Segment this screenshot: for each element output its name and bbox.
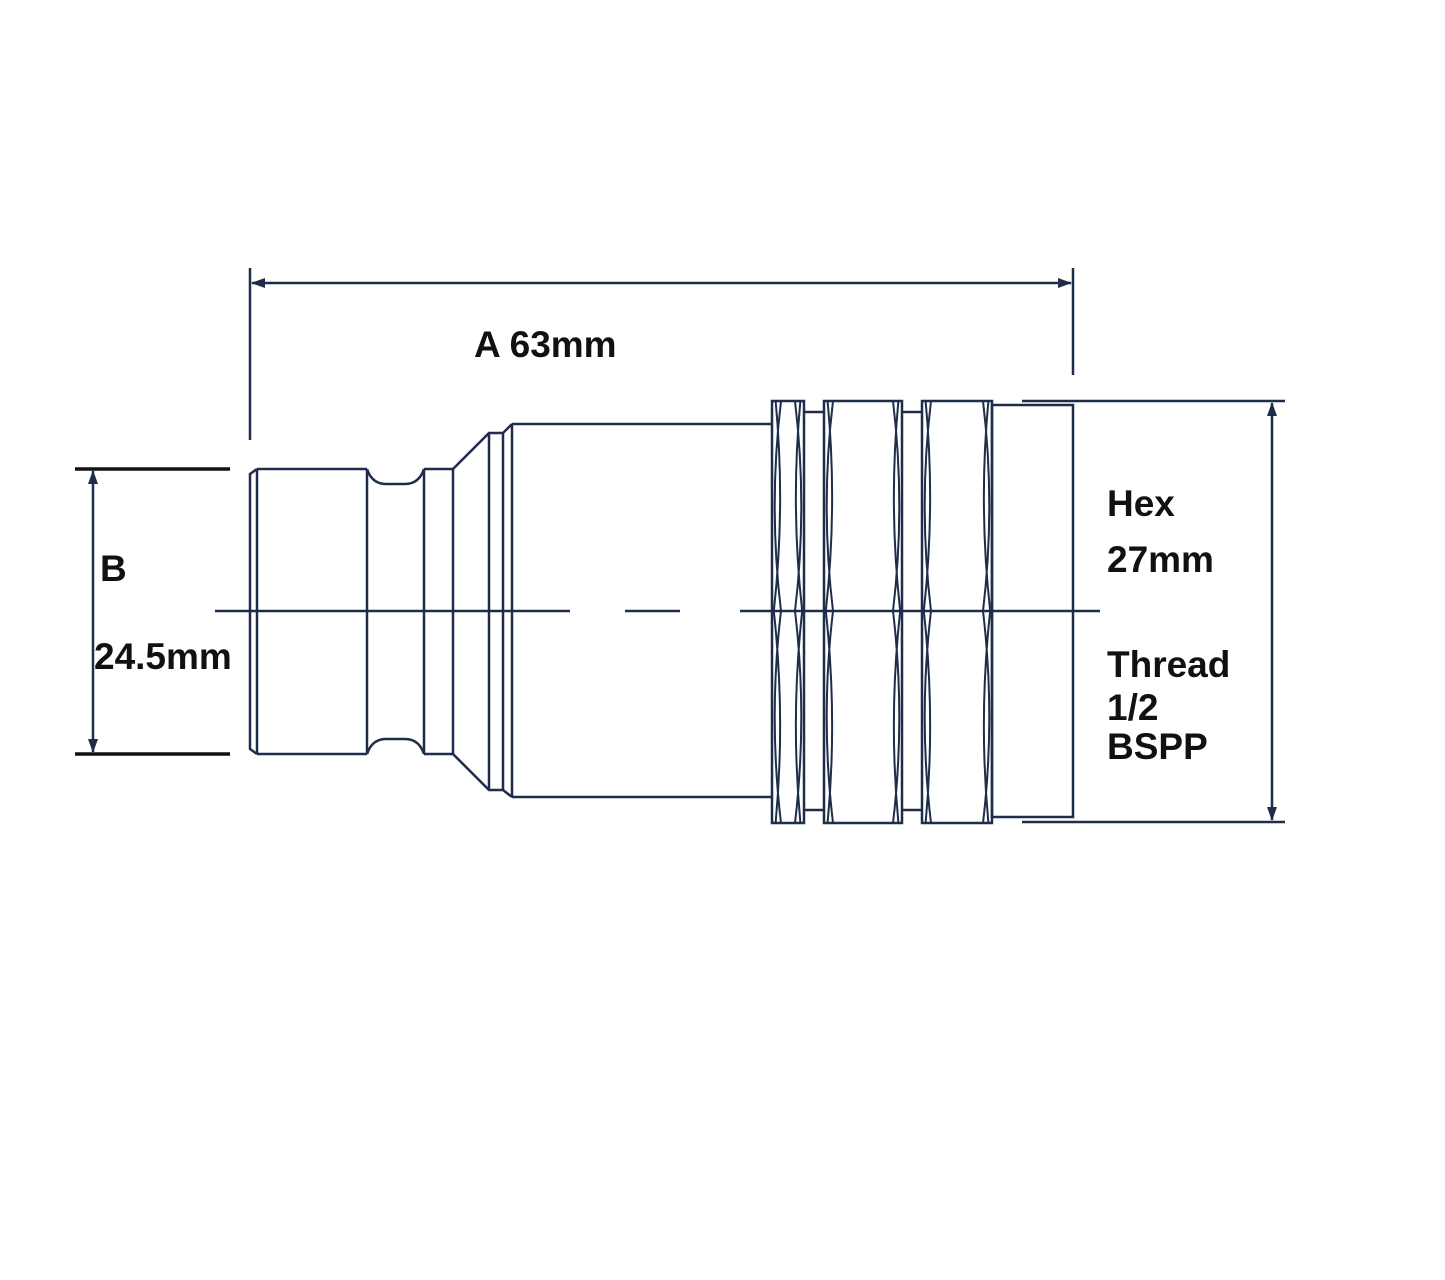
dimension-hex: [1022, 399, 1285, 824]
hex-nut-edge-curve: [981, 400, 992, 824]
dimension-a-label: A 63mm: [474, 324, 617, 365]
dimension-b: [75, 467, 230, 756]
hex-nut-edge-curve: [922, 400, 933, 824]
hex-nut-edge-curve: [793, 400, 804, 824]
taper-shoulder: [452, 423, 514, 798]
hex-nut-edge-curve: [772, 400, 783, 824]
plug-nose: [248, 467, 369, 756]
thread-size: 1/2: [1107, 687, 1159, 728]
body: [512, 422, 772, 799]
hex-value: 27mm: [1107, 539, 1214, 580]
hex-nut-edge-curve: [891, 400, 902, 824]
thread-sleeve: [990, 403, 1075, 819]
hex-nut-1: [770, 399, 806, 825]
hex-nuts: [770, 399, 994, 825]
thread-label: Thread: [1107, 644, 1231, 685]
dimension-a: [248, 268, 1075, 440]
hex-nut-edge-curve: [824, 400, 835, 824]
hex-nut-2: [822, 399, 904, 825]
hex-label: Hex: [1107, 483, 1175, 524]
dimension-b-letter: B: [100, 548, 127, 589]
locking-groove: [365, 467, 455, 756]
dimension-b-value: 24.5mm: [94, 636, 232, 677]
thread-type: BSPP: [1107, 726, 1208, 767]
connector-rings: [804, 410, 922, 812]
